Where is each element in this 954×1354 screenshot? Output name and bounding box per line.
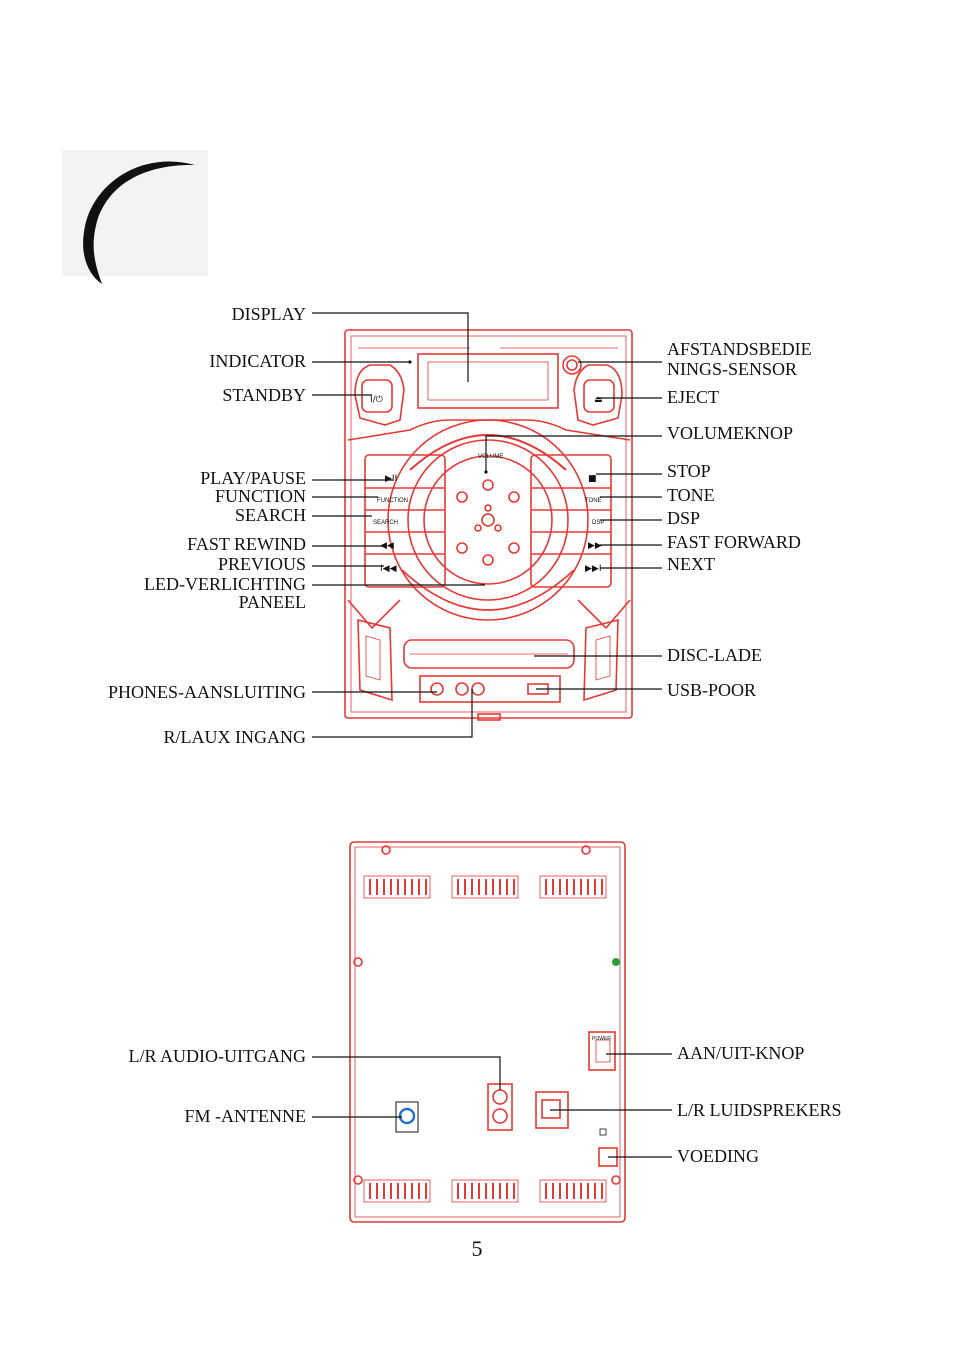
label-remote-sensor-1: AFSTANDSBEDIE (667, 339, 812, 359)
svg-text:⏏: ⏏ (594, 395, 603, 405)
svg-text:▶▶: ▶▶ (588, 541, 602, 551)
label-phones: PHONES-AANSLUITING (108, 682, 306, 702)
label-display: DISPLAY (231, 304, 306, 324)
back-power-text: POWER (592, 1036, 611, 1042)
label-fm-antenna: FM -ANTENNE (184, 1106, 307, 1126)
indicator-green-dot (612, 958, 620, 966)
label-search: SEARCH (234, 505, 306, 525)
label-speakers: L/R LUIDSPREKERS (677, 1100, 842, 1120)
label-power-supply: VOEDING (677, 1146, 759, 1166)
svg-text:I/⏻: I/⏻ (370, 394, 383, 405)
label-disc-tray: DISC-LADE (667, 645, 762, 665)
label-dsp: DSP (667, 508, 701, 528)
label-power-switch: AAN/UIT-KNOP (677, 1043, 805, 1063)
label-volume: VOLUMEKNOP (667, 423, 793, 443)
front-panel-drawing (344, 329, 633, 721)
vent-slots (369, 879, 603, 1199)
back-panel-fills (395, 958, 620, 1136)
label-stop: STOP (667, 461, 711, 481)
label-aux-input: R/LAUX INGANG (163, 727, 307, 747)
svg-text:■: ■ (588, 474, 597, 484)
panel-tone-text: TONE (585, 498, 602, 504)
label-previous: PREVIOUS (217, 554, 306, 574)
panel-search-text: SEARCH (373, 520, 398, 526)
front-leader-dots (408, 360, 488, 474)
svg-text:▶II: ▶II (385, 474, 397, 484)
label-remote-sensor-2: NINGS-SENSOR (667, 359, 798, 379)
label-next: NEXT (667, 554, 715, 574)
label-fast-rewind: FAST REWIND (187, 534, 306, 554)
panel-volume-text: VOLUME (478, 454, 503, 460)
label-fast-forward: FAST FORWARD (667, 532, 801, 552)
label-led-line1: LED-VERLICHTING (144, 574, 306, 594)
svg-text:▶▶I: ▶▶I (585, 564, 602, 574)
label-audio-out: L/R AUDIO-UITGANG (128, 1046, 306, 1066)
label-usb: USB-POOR (667, 680, 757, 700)
svg-text:I◀◀: I◀◀ (380, 564, 397, 574)
fm-antenna-ring-icon (398, 1107, 416, 1125)
label-function: FUNCTION (214, 486, 306, 506)
label-eject: EJECT (667, 387, 719, 407)
front-panel-print: FUNCTION SEARCH TONE DSP VOLUME (373, 454, 604, 526)
label-tone: TONE (667, 485, 715, 505)
label-play-pause: PLAY/PAUSE (200, 468, 306, 488)
panel-dsp-text: DSP (592, 520, 604, 526)
chapter-swoosh-icon (83, 161, 195, 284)
svg-text:◀◀: ◀◀ (380, 541, 394, 551)
back-leader-lines (312, 1053, 672, 1158)
label-indicator: INDICATOR (209, 351, 306, 371)
panel-function-text: FUNCTION (377, 498, 408, 504)
front-panel-symbols: I/⏻ ⏏ ▶II ■ ◀◀ ▶▶ I◀◀ ▶▶I (370, 394, 603, 574)
back-panel-drawing (349, 841, 626, 1223)
front-leader-lines (312, 312, 662, 738)
label-led-line2: PANEEL (238, 592, 306, 612)
label-standby: STANDBY (222, 385, 306, 405)
page-number: 5 (471, 1236, 483, 1261)
